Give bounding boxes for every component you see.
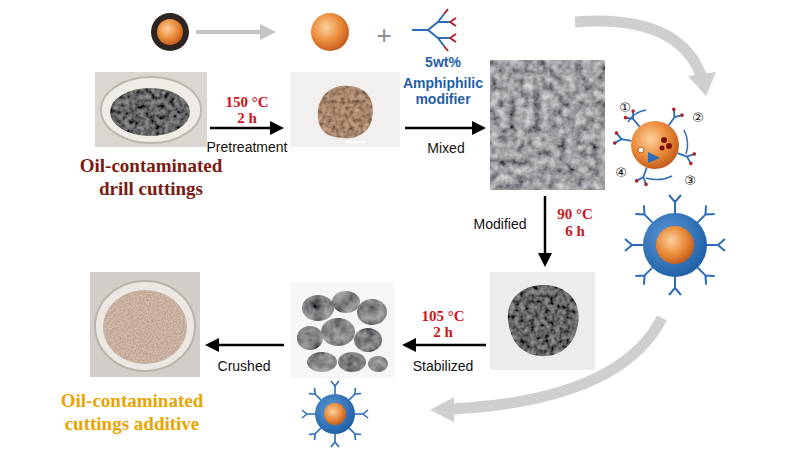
mixed-cuttings-photo xyxy=(490,60,605,190)
curved-grey-arrow xyxy=(575,21,702,78)
curved-grey-arrow-head xyxy=(688,72,716,96)
step-label: Stabilized xyxy=(413,358,474,375)
callout-number: ① xyxy=(619,100,631,116)
temperature-label: 90 °C xyxy=(557,205,593,223)
scale-bar xyxy=(345,141,365,143)
stabilized-rocks xyxy=(297,291,388,372)
petri-dish xyxy=(101,77,201,143)
petri-dish xyxy=(95,281,195,371)
coated-particle-small xyxy=(302,381,368,447)
photo-background xyxy=(490,272,595,370)
callout-number: ④ xyxy=(615,165,627,181)
oily-particle-shell xyxy=(151,13,189,51)
modifier-dose-label: 5wt% xyxy=(425,54,461,70)
callout-number: ② xyxy=(692,110,704,126)
additive-powder xyxy=(103,290,187,364)
photo-background xyxy=(290,282,395,378)
modified-cuttings xyxy=(508,285,579,356)
plus-sign: + xyxy=(376,20,391,51)
step-label: Crushed xyxy=(218,358,271,375)
temperature-label: 105 °C xyxy=(421,307,464,325)
modification-mechanism xyxy=(613,107,697,187)
step-label: Mixed xyxy=(427,140,464,157)
grey-arrow-shaft xyxy=(196,30,262,34)
time-label: 2 h xyxy=(433,323,453,341)
time-label: 2 h xyxy=(237,109,257,127)
caption-label: Oil-contaminated drill cuttings xyxy=(71,155,231,201)
pretreated-cuttings xyxy=(318,86,373,139)
curved-grey-arrow-head xyxy=(430,397,454,422)
photo-background xyxy=(290,72,400,147)
coated-particle xyxy=(625,195,725,295)
step-label: Modified xyxy=(474,216,527,233)
callout-number: ③ xyxy=(684,173,696,189)
oily-particle-core xyxy=(157,19,183,45)
grey-arrow-head xyxy=(260,24,276,40)
time-label: 6 h xyxy=(565,222,585,240)
modifier-label: Amphiphilic modifier xyxy=(397,75,489,107)
black-cuttings xyxy=(110,88,190,136)
caption-label: Oil-contaminated cuttings additive xyxy=(52,390,212,436)
photo-background xyxy=(95,72,207,147)
step-label: Pretreatment xyxy=(207,139,288,156)
clean-particle xyxy=(311,13,349,51)
temperature-label: 150 °C xyxy=(225,93,268,111)
modifier-molecule-icon xyxy=(412,9,456,51)
photo-background xyxy=(90,272,200,377)
